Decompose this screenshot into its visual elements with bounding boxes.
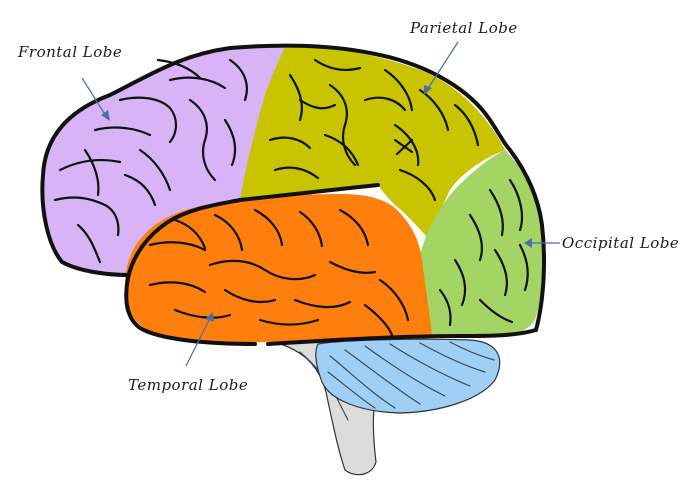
temporal-lobe-label: Temporal Lobe [128, 376, 248, 394]
occipital-lobe-label: Occipital Lobe [562, 234, 679, 252]
frontal-lobe-label: Frontal Lobe [17, 43, 122, 61]
occipital-gyri [438, 178, 529, 327]
parietal-lobe-label: Parietal Lobe [409, 19, 518, 37]
parietal-gyri [268, 58, 480, 202]
cerebellum-folia [327, 341, 495, 409]
brain-outline [40, 43, 546, 346]
temporal-lobe-region [124, 194, 432, 343]
temporal-gyri [148, 208, 410, 337]
frontal-lobe-region [42, 46, 286, 276]
cerebellum [315, 338, 501, 414]
frontal-gyri [53, 58, 248, 264]
label-arrows [81, 41, 560, 367]
